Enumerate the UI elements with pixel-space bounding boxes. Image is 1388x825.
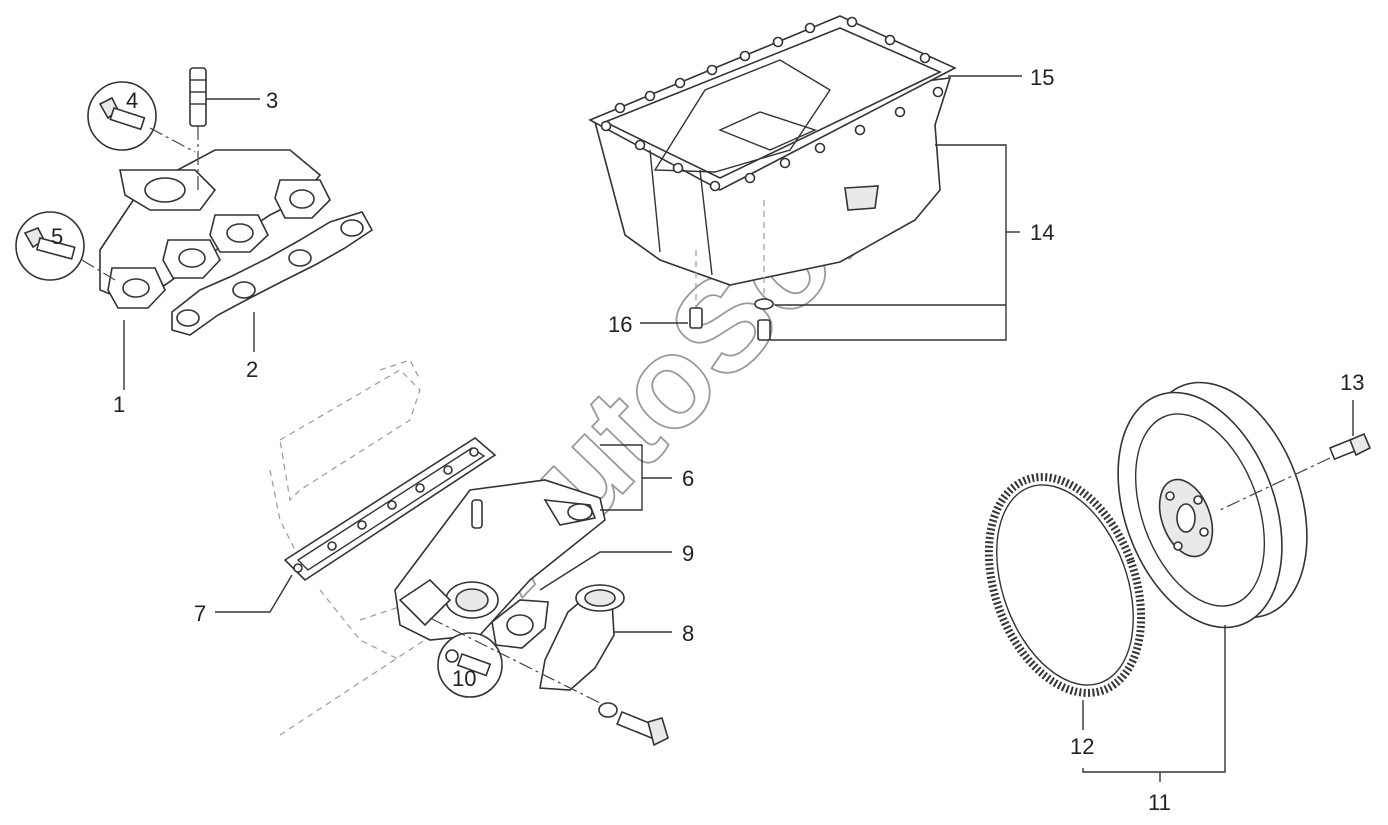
- callout-9: 9: [682, 541, 694, 566]
- intake-elbow: [539, 583, 625, 691]
- flange-gasket: [491, 599, 549, 649]
- bolt-detail-5: [15, 211, 116, 281]
- flywheel: [1117, 381, 1308, 629]
- callout-14: 14: [1030, 220, 1054, 245]
- leaders-intake: [215, 444, 672, 633]
- callout-15: 15: [1030, 65, 1054, 90]
- drain-plug: [754, 200, 774, 341]
- oil-pan: [588, 15, 957, 286]
- exhaust-manifold: [99, 149, 331, 309]
- callout-1: 1: [113, 392, 125, 417]
- engine-block-ghost: [269, 359, 441, 736]
- intake-manifold: [394, 479, 606, 641]
- callout-8: 8: [682, 621, 694, 646]
- bolt-detail-4: [87, 81, 196, 153]
- callout-5: 5: [51, 224, 63, 249]
- manifold-gasket: [171, 211, 374, 336]
- callout-2: 2: [246, 357, 258, 382]
- callout-7: 7: [194, 601, 206, 626]
- long-bolt: [429, 617, 669, 747]
- callout-3: 3: [266, 88, 278, 113]
- bolt-holes: [600, 16, 944, 192]
- callout-16: 16: [608, 312, 632, 337]
- bolt-detail-10: [437, 632, 503, 698]
- callout-12: 12: [1070, 734, 1094, 759]
- callout-10: 10: [452, 666, 476, 691]
- ring-gear: [984, 473, 1146, 697]
- intake-gasket: [283, 437, 497, 582]
- callout-11: 11: [1148, 790, 1171, 815]
- callout-6: 6: [682, 466, 694, 491]
- flywheel-bolt: [1219, 432, 1372, 511]
- leaders-manifold: [123, 98, 260, 390]
- leaders-flywheel: [1082, 400, 1354, 782]
- oil-pan-screw: [689, 250, 703, 329]
- stud: [189, 67, 207, 190]
- leaders-oil-pan: [640, 75, 1022, 341]
- callout-13: 13: [1340, 370, 1364, 395]
- callout-4: 4: [126, 88, 138, 113]
